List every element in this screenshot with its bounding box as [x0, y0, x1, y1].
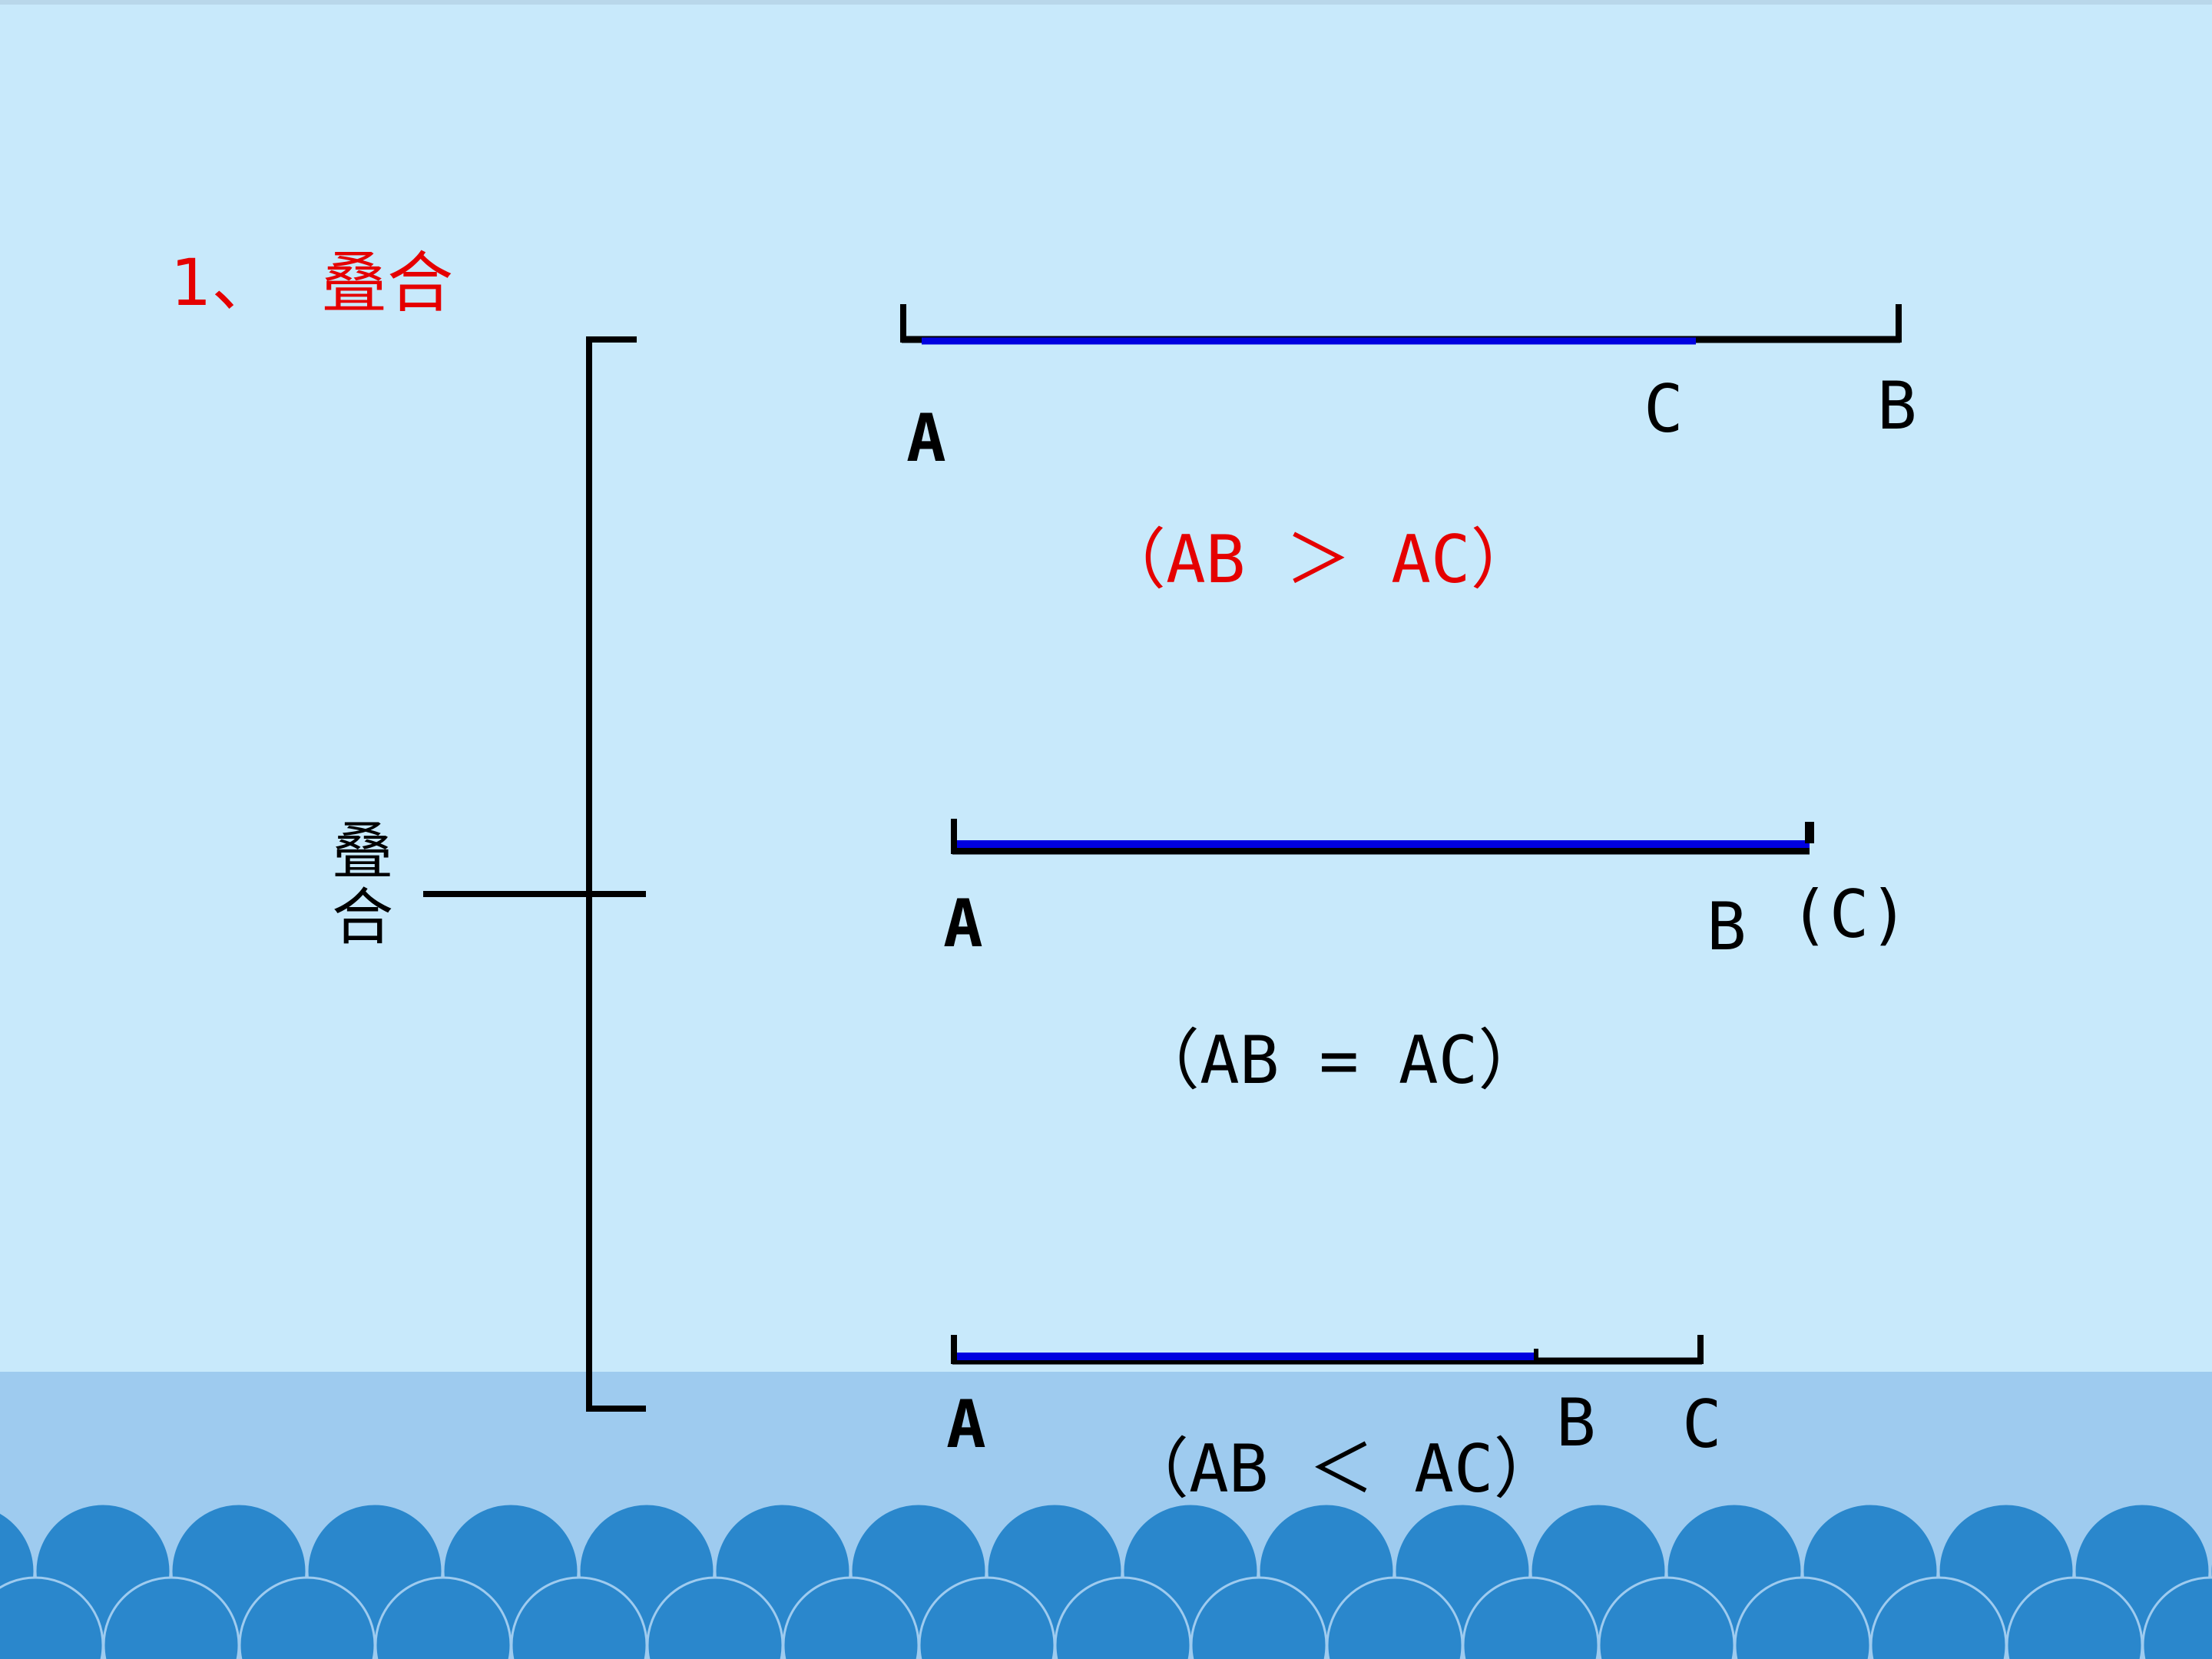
point-label-a: A	[946, 1386, 986, 1463]
wave-decoration	[0, 1502, 2212, 1659]
segment-ab-less	[951, 1335, 1704, 1365]
point-label-c-coincident: (C)	[1790, 876, 1909, 953]
segment-ab-greater	[900, 304, 1902, 345]
top-border	[0, 0, 2212, 5]
point-label-c: C	[1644, 371, 1684, 448]
point-label-b: B	[1877, 368, 1917, 445]
point-label-c: C	[1682, 1386, 1722, 1463]
relation-label: （AB = AC）	[1134, 1022, 1545, 1099]
section-number: 1、	[171, 245, 276, 320]
endpoint-b-tick	[1805, 822, 1814, 843]
point-label-a: A	[943, 886, 983, 962]
section-title: 叠合	[321, 245, 453, 322]
point-label-b: B	[1556, 1385, 1596, 1462]
relation-label: （AB ＜ AC）	[1123, 1431, 1560, 1508]
segment-ab-equal	[951, 819, 1814, 855]
point-label-b: B	[1707, 889, 1747, 965]
relation-label: （AB ＞ AC）	[1100, 522, 1537, 598]
brace-label: 叠合	[332, 816, 393, 953]
point-label-a: A	[906, 400, 946, 477]
bracket	[423, 336, 646, 1412]
wave-scallop	[2141, 1576, 2212, 1659]
